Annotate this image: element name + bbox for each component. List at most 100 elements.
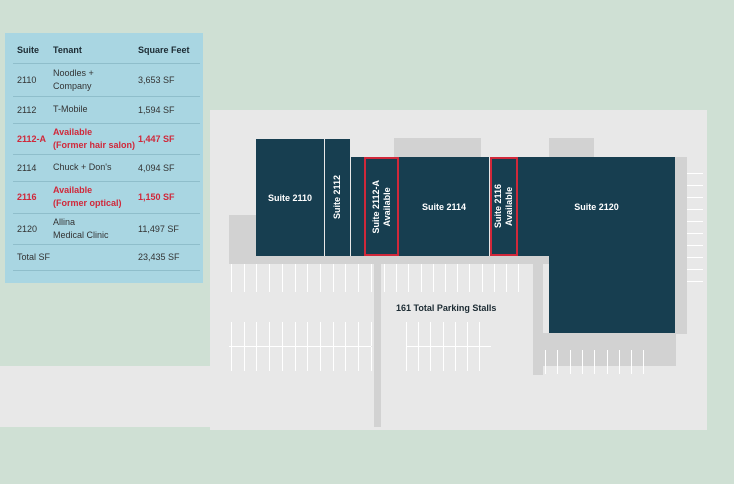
parking-stall	[408, 264, 410, 292]
parking-stall	[319, 347, 321, 371]
walkway-side	[675, 157, 687, 334]
parking-stall	[687, 233, 703, 234]
parking-stall	[445, 264, 446, 292]
suite-2116-label: Suite 2116 Available	[493, 184, 515, 228]
parking-stall	[643, 350, 645, 374]
parking-stall	[687, 269, 703, 270]
parking-stall	[454, 347, 456, 371]
parking-stall	[687, 281, 703, 282]
parking-stall	[231, 322, 232, 346]
parking-stall	[256, 322, 258, 346]
suite-2112-spacer	[351, 157, 365, 256]
parking-stall	[370, 264, 372, 292]
parking-divider	[406, 346, 491, 347]
parking-stall	[493, 264, 495, 292]
table-header: Suite Tenant Square Feet	[13, 37, 200, 64]
row-suite: 2112	[17, 104, 37, 115]
tenant-line: Noodles +	[53, 68, 94, 78]
parking-stall	[319, 322, 321, 346]
suite-2120-label: Suite 2120	[574, 201, 619, 212]
parking-stall	[370, 322, 372, 346]
parking-stall	[396, 264, 398, 292]
parking-stall	[420, 264, 422, 292]
parking-label: 161 Total Parking Stalls	[396, 303, 497, 313]
parking-stall	[345, 347, 347, 371]
parking-stall	[430, 347, 432, 371]
parking-stall	[687, 185, 703, 186]
parking-stall	[281, 322, 283, 346]
row-suite: 2114	[17, 162, 37, 173]
suite-2112a-number: Suite 2112-A	[370, 179, 381, 234]
suite-2112a-status: Available	[381, 186, 392, 227]
parking-stall	[479, 347, 481, 371]
parking-stall	[557, 350, 559, 374]
parking-stall	[687, 245, 703, 246]
parking-stall	[518, 264, 520, 292]
parking-stall	[479, 322, 481, 346]
lot-join	[210, 366, 220, 430]
parking-stall	[457, 264, 459, 292]
suite-2112: Suite 2112	[325, 139, 351, 256]
row-tenant: T-Mobile	[53, 103, 138, 116]
parking-stall	[442, 347, 444, 371]
parking-stall	[606, 350, 608, 374]
parking-stall	[418, 347, 420, 371]
parking-stall	[307, 347, 309, 371]
parking-stall	[442, 322, 444, 346]
parking-divider	[229, 346, 371, 347]
suite-2112a: Suite 2112-A Available	[364, 157, 399, 256]
parking-stall	[545, 350, 546, 374]
parking-stall	[231, 347, 232, 371]
suite-2116-number: Suite 2116	[493, 184, 503, 229]
parking-stall	[319, 264, 321, 292]
row-tenant: Available(Former optical)	[53, 184, 138, 210]
tenant-line: Company	[53, 81, 92, 91]
row-tenant: Available(Former hair salon)	[53, 126, 138, 152]
parking-stall	[581, 350, 583, 374]
parking-stall	[506, 264, 507, 292]
row-square-feet: 11,497 SF	[138, 223, 179, 234]
parking-stall	[687, 197, 703, 198]
parking-stall	[332, 322, 334, 346]
row-suite: Total SF	[17, 252, 51, 262]
row-square-feet: 1,594 SF	[138, 104, 175, 115]
parking-stall	[406, 347, 407, 371]
row-square-feet: 4,094 SF	[138, 162, 175, 173]
parking-stall	[467, 322, 468, 346]
row-suite: 2110	[17, 75, 37, 85]
parking-stall	[294, 322, 296, 346]
table-row: 2114 Chuck + Don's 4,094 SF	[13, 154, 200, 182]
parking-stall	[332, 347, 334, 371]
walkway-right	[543, 333, 676, 366]
parking-stall	[687, 221, 703, 222]
table-row: 2112-A Available(Former hair salon)1,447 …	[13, 123, 200, 155]
walkway-front	[229, 255, 549, 264]
parking-stall	[569, 350, 571, 374]
row-suite: 2116	[17, 192, 37, 202]
parking-stall	[687, 209, 703, 210]
row-square-feet: 1,447 SF	[138, 133, 175, 144]
rooftop-unit-1	[394, 138, 481, 158]
parking-stall	[256, 347, 258, 371]
parking-stall	[384, 264, 385, 292]
suite-2116: Suite 2116 Available	[490, 157, 518, 256]
median-right	[533, 255, 543, 375]
row-suite: 2112-A	[17, 133, 47, 144]
tenant-line: Chuck + Don's	[53, 162, 112, 172]
tenant-line: Available	[53, 126, 93, 137]
parking-stall	[454, 322, 456, 346]
parking-stall	[256, 264, 258, 292]
row-square-feet: 23,435 SF	[138, 252, 180, 262]
suite-2114: Suite 2114	[399, 157, 490, 256]
header-square-feet: Square Feet	[138, 45, 190, 55]
parking-stall	[594, 350, 596, 374]
suite-2120-wing	[549, 255, 675, 333]
parking-stall	[269, 264, 271, 292]
parking-stall	[687, 257, 703, 258]
parking-stall	[406, 322, 407, 346]
parking-stall	[345, 322, 347, 346]
parking-stall	[631, 350, 633, 374]
row-tenant: Noodles + Company	[53, 67, 138, 93]
